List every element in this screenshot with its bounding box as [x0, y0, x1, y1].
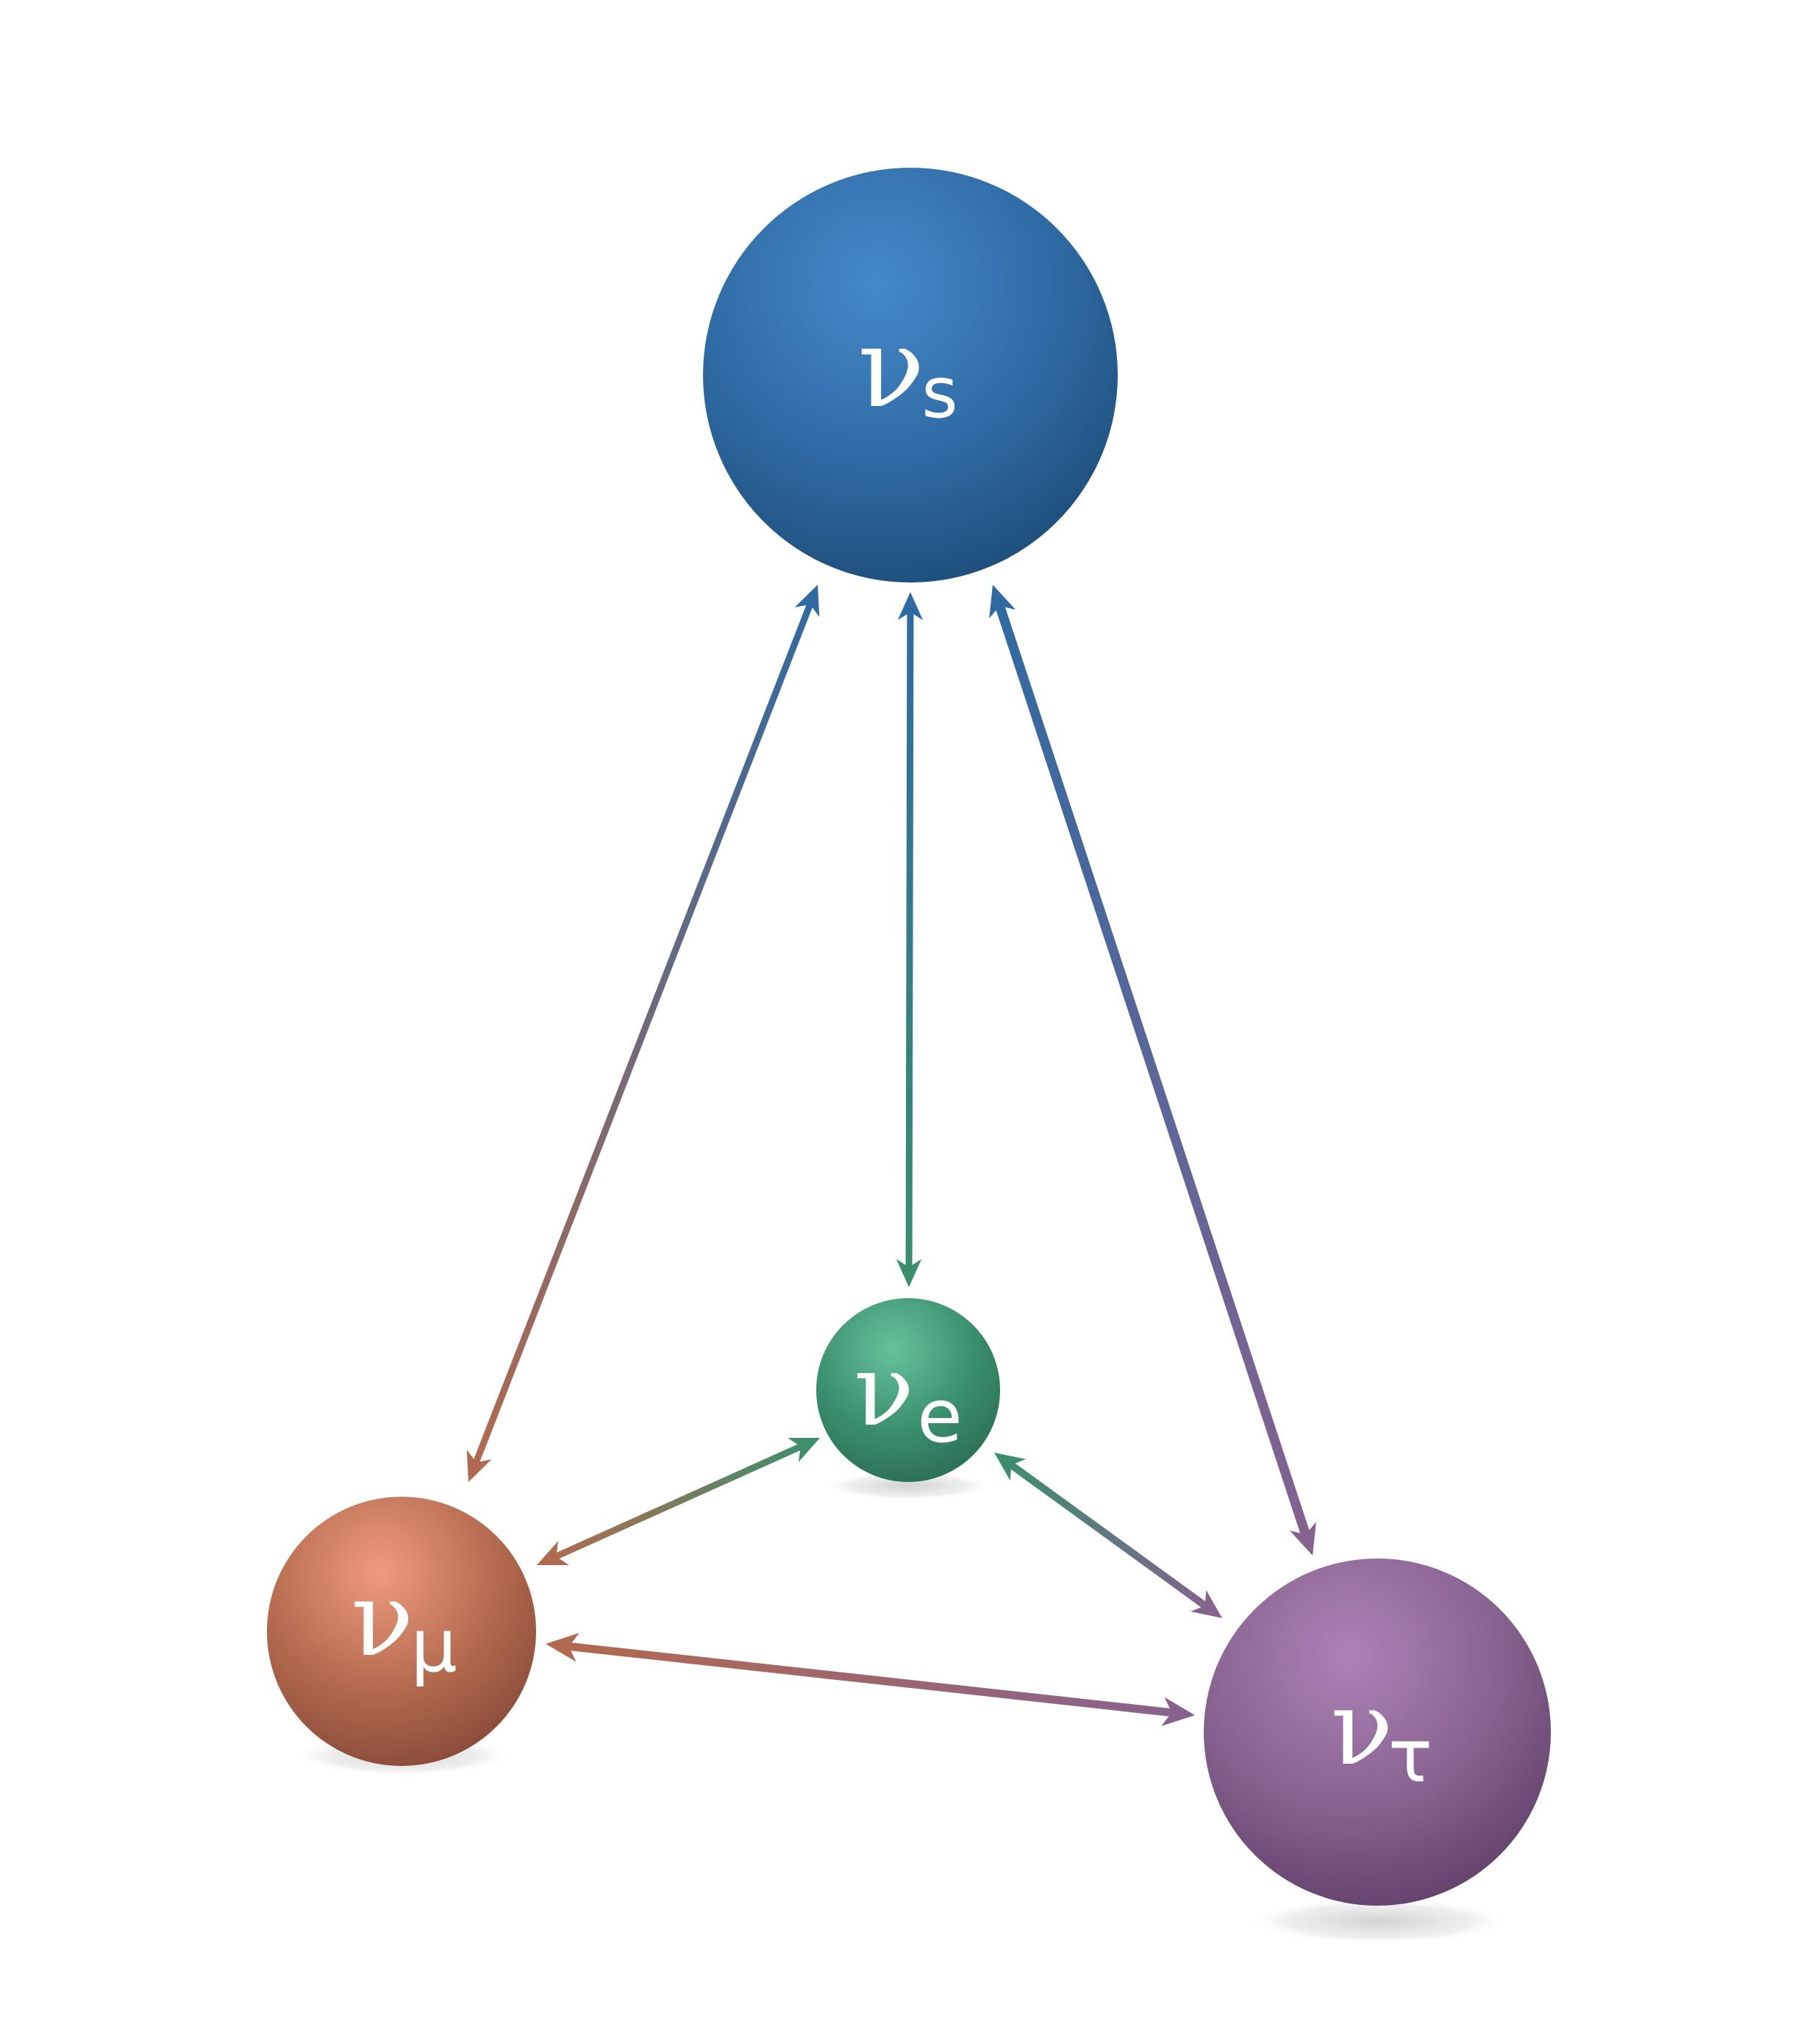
arrowhead-sterile-end [794, 585, 820, 617]
edge-electron-tau [1008, 1461, 1208, 1609]
edge-sterile-electron [905, 611, 914, 1268]
edge-electron-muon [554, 1443, 803, 1560]
edge-muon-tau [568, 1642, 1173, 1717]
muon-neutrino-node: νμ [267, 1497, 536, 1766]
electron-symbol: ν [854, 1333, 914, 1448]
arrowhead-tau-end [1191, 1589, 1222, 1618]
tau-symbol: ν [1330, 1669, 1393, 1789]
arrowhead-electron-end [896, 1258, 922, 1287]
svg-text:ντ: ντ [1330, 1669, 1432, 1799]
svg-text:νs: νs [857, 304, 957, 434]
tau-subscript: τ [1388, 1713, 1432, 1799]
svg-text:νe: νe [854, 1333, 963, 1459]
tau-neutrino-node: ντ [1204, 1559, 1551, 1906]
sterile-subscript: s [921, 353, 958, 434]
electron-subscript: e [917, 1373, 963, 1459]
electron-neutrino-node: νe [816, 1298, 1000, 1482]
arrowhead-electron-end [994, 1453, 1026, 1481]
muon-symbol: ν [351, 1560, 413, 1680]
arrowhead-tau-end [1289, 1522, 1316, 1556]
edge-sterile-tau [995, 603, 1310, 1537]
arrowhead-tau-end [1161, 1697, 1195, 1726]
tau-node-shadow [1246, 1898, 1511, 1945]
muon-subscript: μ [410, 1603, 457, 1689]
arrowhead-muon-end [546, 1633, 579, 1662]
edge-sterile-muon [472, 602, 814, 1464]
electron-node-shadow [824, 1471, 993, 1500]
oscillation-edges [466, 585, 1316, 1726]
arrowhead-muon-end [466, 1450, 492, 1482]
sterile-neutrino-node: νs [703, 168, 1118, 583]
sterile-symbol: ν [857, 304, 924, 432]
svg-text:νμ: νμ [351, 1560, 457, 1689]
arrowhead-electron-end [788, 1437, 820, 1462]
arrowhead-muon-end [537, 1541, 569, 1566]
arrowhead-sterile-end [989, 585, 1016, 619]
arrowhead-sterile-end [897, 592, 924, 621]
